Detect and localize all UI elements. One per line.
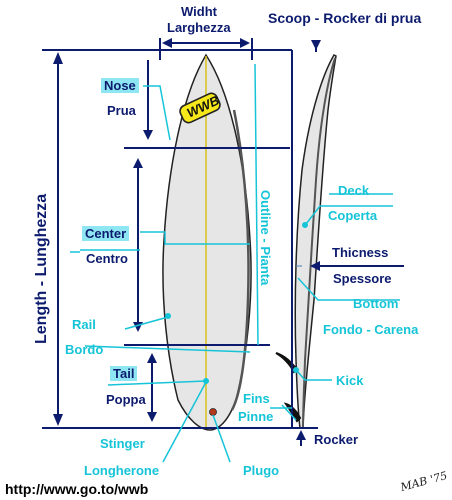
side-view-top-rail bbox=[302, 57, 336, 429]
wwb-logo bbox=[179, 92, 221, 124]
source-url: http://www.go.to/wwb bbox=[5, 481, 149, 497]
fins-label-it: Pinne bbox=[238, 409, 274, 424]
thickness-label-it: Spessore bbox=[333, 271, 392, 286]
bottom-label-en: Bottom bbox=[353, 296, 399, 311]
kick-label: Kick bbox=[336, 373, 364, 388]
nose-label-it: Prua bbox=[107, 103, 136, 118]
thickness-label-en: Thicness bbox=[332, 245, 389, 260]
center-label-it: Centro bbox=[86, 251, 128, 266]
length-label: Length - Lunghezza bbox=[33, 193, 50, 344]
rail-label-en: Rail bbox=[72, 317, 96, 332]
stinger-label-it: Longherone bbox=[84, 463, 160, 478]
deck-label-it: Coperta bbox=[328, 208, 378, 223]
surfboard-side-view bbox=[294, 54, 337, 429]
rail-shadow bbox=[230, 109, 250, 411]
stinger-label-en: Stinger bbox=[100, 436, 145, 451]
nose-label-en: Nose bbox=[101, 78, 139, 93]
tail-label-en: Tail bbox=[110, 366, 138, 381]
width-label-it: Larghezza bbox=[167, 20, 231, 35]
outline-label: Outline - Pianta bbox=[258, 190, 273, 286]
tail-label-it: Poppa bbox=[106, 392, 146, 407]
plugo-label: Plugo bbox=[243, 463, 280, 478]
center-label-en: Center bbox=[82, 226, 130, 241]
rocker-label: Rocker bbox=[314, 432, 359, 447]
scoop-label: Scoop - Rocker di prua bbox=[268, 10, 422, 26]
rail-label-it: Bordo bbox=[65, 342, 104, 357]
width-label-en: Widht bbox=[181, 4, 217, 19]
bottom-label-it: Fondo - Carena bbox=[323, 322, 419, 337]
deck-label-en: Deck bbox=[338, 183, 370, 198]
fins-label-en: Fins bbox=[243, 391, 270, 406]
plug-dot bbox=[209, 408, 217, 416]
